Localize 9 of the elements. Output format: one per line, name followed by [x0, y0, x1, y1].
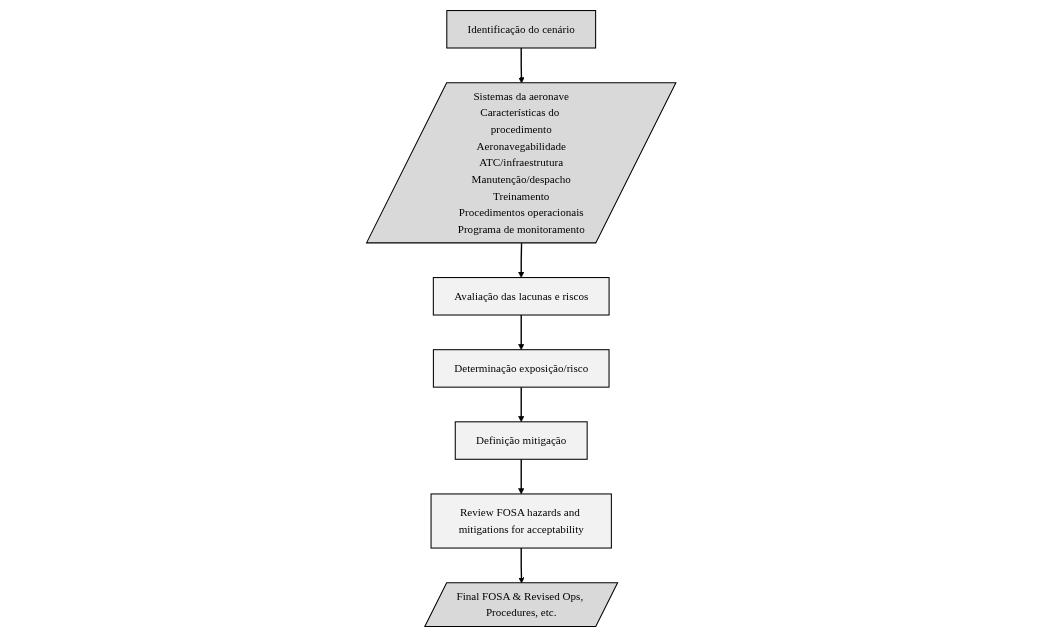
node-box: Avaliação das lacunas e riscos — [433, 277, 610, 316]
node-box: Identificação do cenário — [446, 10, 597, 49]
arrow — [518, 458, 525, 495]
node-box: Review FOSA hazards and mitigations for acceptability — [430, 493, 613, 549]
node-box: Determinação exposição/risco — [433, 349, 610, 388]
arrow — [518, 386, 525, 423]
node-box: Definição mitigação — [455, 421, 588, 460]
arrow — [518, 242, 525, 278]
arrow — [518, 314, 525, 350]
